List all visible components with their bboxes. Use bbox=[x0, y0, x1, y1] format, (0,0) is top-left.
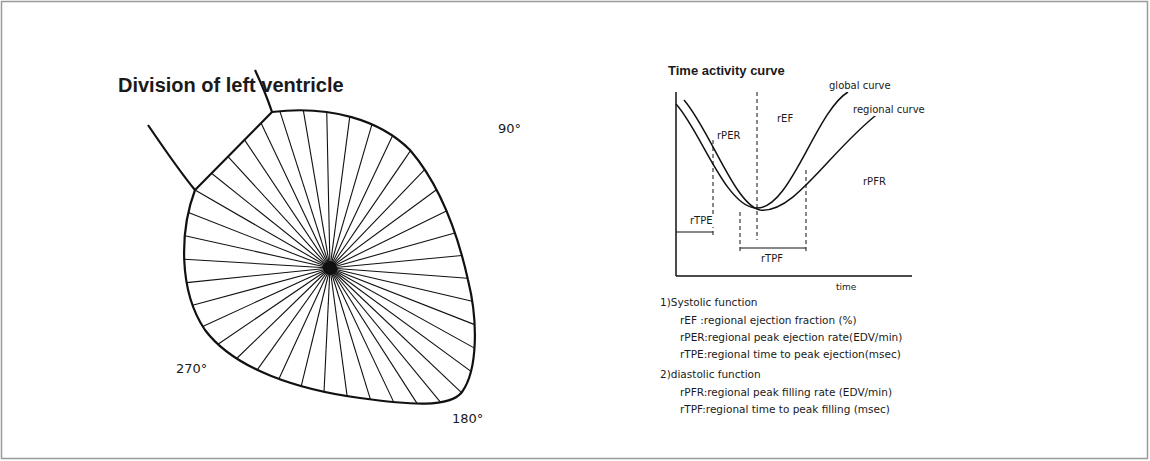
radial-line bbox=[330, 136, 393, 268]
curve-label: regional curve bbox=[852, 104, 926, 116]
radial-line bbox=[185, 236, 330, 268]
interval-bracket bbox=[676, 231, 713, 232]
radial-lines bbox=[184, 110, 474, 403]
radial-line bbox=[330, 268, 441, 402]
measure-label: rTPF bbox=[760, 253, 784, 265]
definition-text: rPFR:regional peak filling rate (EDV/min… bbox=[680, 386, 892, 398]
radial-line bbox=[330, 268, 394, 402]
ventricle-outline bbox=[184, 110, 475, 403]
radial-line bbox=[184, 259, 330, 268]
panel-title: Time activity curve bbox=[668, 64, 785, 79]
radial-line bbox=[330, 233, 455, 268]
section-heading: 2)diastolic function bbox=[660, 368, 761, 380]
radial-line bbox=[303, 110, 330, 268]
radial-line bbox=[330, 255, 462, 268]
radial-line bbox=[188, 213, 330, 268]
definition-text: rPER:regional peak ejection rate(EDV/min… bbox=[680, 331, 902, 343]
radial-line bbox=[195, 190, 330, 268]
measure-label: rEF bbox=[776, 113, 794, 125]
radial-line bbox=[218, 268, 330, 344]
radial-line bbox=[327, 112, 330, 268]
radial-line bbox=[245, 140, 330, 268]
radial-line bbox=[330, 268, 471, 371]
y-axis bbox=[675, 92, 677, 276]
definition-text: rEF :regional ejection fraction (%) bbox=[680, 314, 857, 326]
radial-line bbox=[330, 190, 436, 268]
radial-line bbox=[280, 111, 330, 268]
radial-line bbox=[212, 173, 330, 268]
angle-label: 90° bbox=[498, 122, 521, 137]
radial-line bbox=[257, 268, 330, 370]
radial-line bbox=[330, 268, 417, 404]
dashed-guide bbox=[806, 170, 807, 254]
aorta-wall bbox=[148, 125, 195, 190]
radial-line bbox=[187, 268, 330, 283]
radial-line bbox=[330, 268, 474, 348]
radial-line bbox=[279, 268, 330, 379]
dashed-guide bbox=[757, 92, 758, 240]
measure-label: rTPE bbox=[689, 215, 714, 227]
definition-text: rTPF:regional time to peak filling (msec… bbox=[680, 403, 890, 415]
axis-label: time bbox=[836, 282, 856, 292]
radial-line bbox=[228, 157, 330, 268]
measure-label: rPER bbox=[716, 130, 741, 142]
angle-label: 180° bbox=[452, 412, 483, 427]
radial-line bbox=[330, 268, 468, 278]
radial-line bbox=[330, 268, 475, 325]
radial-line bbox=[330, 124, 372, 268]
interval-bracket bbox=[740, 247, 806, 248]
angle-label: 270° bbox=[176, 362, 207, 377]
panel-title: Division of left ventricle bbox=[118, 74, 344, 97]
radial-line bbox=[237, 268, 330, 358]
radial-line bbox=[330, 211, 446, 268]
definition-text: rTPE:regional time to peak ejection(msec… bbox=[680, 348, 901, 360]
radial-line bbox=[324, 268, 330, 392]
radial-line bbox=[330, 268, 472, 301]
measure-label: rPFR bbox=[862, 176, 887, 188]
center-point bbox=[323, 261, 337, 275]
x-axis bbox=[676, 275, 912, 277]
radial-line bbox=[330, 117, 350, 268]
radial-line bbox=[203, 268, 330, 326]
curve-label: global curve bbox=[828, 80, 892, 92]
global-curve bbox=[676, 92, 848, 208]
radial-line bbox=[330, 151, 411, 268]
section-heading: 1)Systolic function bbox=[660, 296, 758, 308]
radial-line bbox=[261, 123, 330, 268]
